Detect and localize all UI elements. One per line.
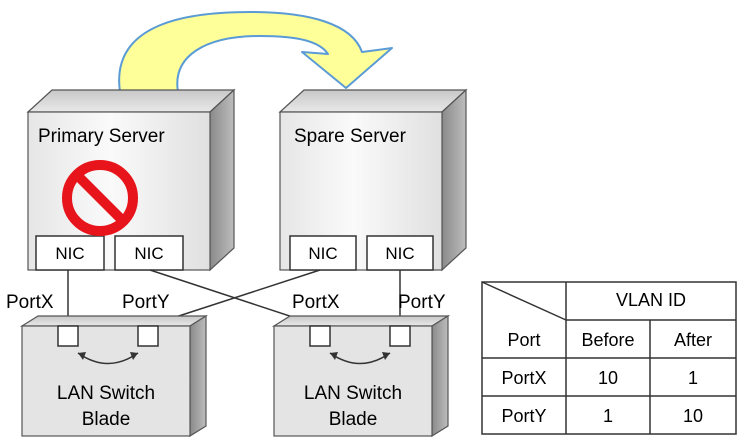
spare-nic-left: NIC bbox=[308, 244, 337, 263]
table-row-porty-port: PortY bbox=[501, 406, 546, 426]
lan-switch-right: LAN Switch Blade bbox=[271, 314, 451, 437]
switch-left-line1: LAN Switch bbox=[57, 383, 155, 404]
spare-server-label: Spare Server bbox=[294, 126, 407, 147]
port-label-left-y: PortY bbox=[122, 292, 170, 313]
vlan-table bbox=[481, 281, 737, 435]
primary-nic-left: NIC bbox=[55, 244, 84, 263]
port-y-left bbox=[137, 325, 159, 347]
table-corner-diagonal bbox=[481, 281, 567, 321]
table-header-port: Port bbox=[507, 330, 540, 350]
switch-right-line2: Blade bbox=[329, 409, 378, 430]
port-label-right-y: PortY bbox=[398, 292, 446, 313]
table-header-after: After bbox=[674, 330, 712, 350]
table-row-porty-before: 1 bbox=[603, 406, 613, 426]
port-label-right-x: PortX bbox=[292, 292, 340, 313]
prohibited-icon bbox=[62, 160, 138, 236]
table-row-portx-after: 1 bbox=[688, 368, 698, 388]
table-row-portx-port: PortX bbox=[501, 368, 546, 388]
port-label-left-x: PortX bbox=[6, 292, 54, 313]
table-row-porty-after: 10 bbox=[683, 406, 703, 426]
port-x-right bbox=[309, 325, 331, 347]
port-x-left bbox=[57, 325, 79, 347]
table-header-vlan-id: VLAN ID bbox=[616, 290, 686, 310]
primary-server-label: Primary Server bbox=[38, 126, 165, 147]
port-y-right bbox=[389, 325, 411, 347]
switch-right-line1: LAN Switch bbox=[304, 383, 402, 404]
primary-nic-right: NIC bbox=[134, 244, 163, 263]
primary-server: Primary Server NIC NIC bbox=[26, 88, 236, 272]
lan-switch-left: LAN Switch Blade bbox=[19, 314, 209, 437]
table-header-before: Before bbox=[581, 330, 634, 350]
spare-server: Spare Server NIC NIC bbox=[278, 88, 468, 272]
failover-arrow bbox=[118, 11, 393, 93]
switch-left-line2: Blade bbox=[82, 409, 131, 430]
table-row-portx-before: 10 bbox=[598, 368, 618, 388]
spare-nic-right: NIC bbox=[385, 244, 414, 263]
